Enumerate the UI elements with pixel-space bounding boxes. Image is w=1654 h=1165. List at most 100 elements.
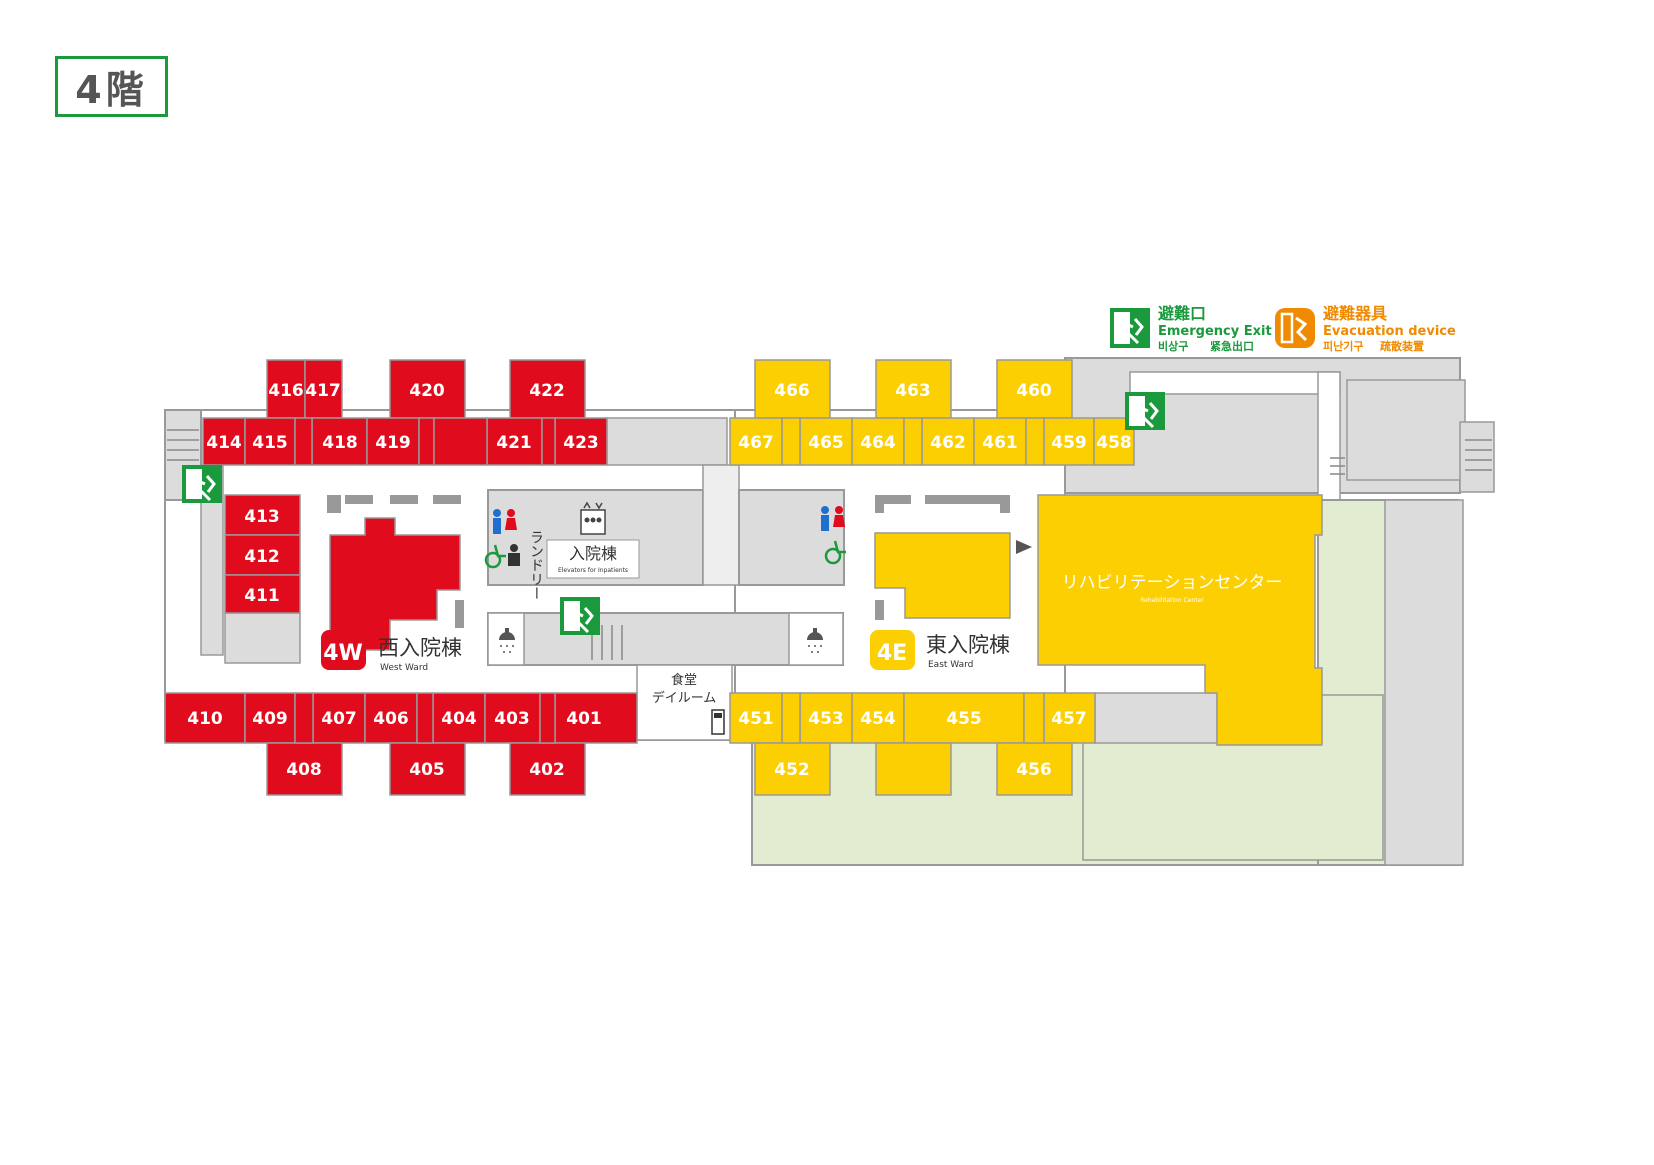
room-label: 418 [322, 433, 358, 453]
legend-device-kr: 피난기구 [1323, 339, 1363, 353]
room-455[interactable] [903, 692, 1025, 744]
legend-exit-cn: 紧急出口 [1210, 339, 1254, 353]
room-label: 406 [373, 709, 409, 729]
room-label: 455 [946, 709, 982, 729]
west-ward-rooms [164, 359, 638, 796]
east-ward-name-en: East Ward [928, 660, 973, 670]
room-label: 464 [860, 433, 896, 453]
dining-label: 食堂 [671, 672, 697, 688]
room-405[interactable] [389, 742, 466, 796]
room-label: 404 [441, 709, 477, 729]
room-415[interactable] [244, 417, 296, 466]
room-465[interactable] [799, 417, 853, 466]
room-label: 413 [244, 507, 280, 527]
room-414[interactable] [202, 417, 246, 466]
room-label: 451 [738, 709, 774, 729]
room-label: 410 [187, 709, 223, 729]
room-459[interactable] [1043, 417, 1095, 466]
room-466[interactable] [754, 359, 831, 419]
legend-device-jp: 避難器具 [1323, 304, 1387, 323]
room-label: 412 [244, 547, 280, 567]
room-label: 420 [409, 381, 445, 401]
room-420[interactable] [389, 359, 466, 419]
room-label: 453 [808, 709, 844, 729]
room-label: 457 [1051, 709, 1087, 729]
room-457[interactable] [1043, 692, 1096, 744]
room-label: 467 [738, 433, 774, 453]
rehabilitation-center[interactable] [1037, 494, 1323, 746]
room-461[interactable] [973, 417, 1027, 466]
elevator-icon [580, 501, 606, 535]
inpatient-elevator-label: 入院棟 [569, 544, 617, 563]
inpatient-elevator-label-en: Elevators for Inpatients [558, 567, 628, 574]
room-412[interactable] [224, 534, 301, 576]
laundry-label: ランドリー [528, 530, 544, 600]
room-label: 461 [982, 433, 1018, 453]
west-ward-name: 西入院棟 [378, 636, 462, 660]
room-label: 423 [563, 433, 599, 453]
wheelchair-icon [484, 540, 846, 569]
room-label: 409 [252, 709, 288, 729]
room-label: 466 [774, 381, 810, 401]
west-ward-badge-text: 4W [323, 641, 363, 666]
room-label: 454 [860, 709, 896, 729]
room-402[interactable] [509, 742, 586, 796]
room-label: 414 [206, 433, 242, 453]
room-label: 417 [305, 381, 341, 401]
room-label: 463 [895, 381, 931, 401]
room-label: 416 [268, 381, 304, 401]
rehab-label-en: Rehabilitation Center [1140, 597, 1204, 604]
room-label: 459 [1051, 433, 1087, 453]
room-label: 407 [321, 709, 357, 729]
room-label: 421 [496, 433, 532, 453]
room-422[interactable] [509, 359, 586, 419]
legend-evacuation-device: 避難器具 Evacuation device 피난기구 疏散装置 [1275, 304, 1456, 353]
legend-device-cn: 疏散装置 [1380, 339, 1424, 353]
west-ward-name-en: West Ward [380, 663, 428, 673]
west-room-labels: 416 417 420 422 414 415 418 419 421 423 … [187, 381, 602, 780]
room-label: 411 [244, 586, 280, 606]
room-label: 419 [375, 433, 411, 453]
legend-exit-jp: 避難口 [1158, 304, 1206, 323]
room-463[interactable] [875, 359, 952, 419]
room-label: 408 [286, 760, 322, 780]
room-label: 462 [930, 433, 966, 453]
room-label: 458 [1096, 433, 1132, 453]
room-label: 405 [409, 760, 445, 780]
east-ward-badge-text: 4E [877, 641, 907, 666]
room-408[interactable] [266, 742, 343, 796]
room-label: 415 [252, 433, 288, 453]
room-409[interactable] [244, 692, 296, 744]
emergency-exit-icon [560, 597, 600, 635]
dayroom-label: デイルーム [652, 690, 717, 706]
room-label: 460 [1016, 381, 1052, 401]
room-467[interactable] [729, 417, 783, 466]
restroom-icon [493, 506, 845, 534]
room-label: 403 [494, 709, 530, 729]
east-room-labels: 466 463 460 467 465 464 462 461 459 458 … [738, 381, 1132, 780]
room-452[interactable] [754, 742, 831, 796]
rehab-label: リハビリテーションセンター [1062, 573, 1283, 593]
person-icon [508, 544, 520, 566]
legend-emergency-exit: 避難口 Emergency Exit 비상구 紧急出口 [1110, 304, 1272, 353]
room-label: 401 [566, 709, 602, 729]
room-413[interactable] [224, 494, 301, 536]
west-ward-badge: 4W [321, 630, 366, 670]
east-ward-badge: 4E [870, 630, 915, 670]
shower-icon [499, 628, 823, 653]
room-416[interactable] [266, 359, 306, 419]
east-ward-name: 東入院棟 [926, 633, 1010, 657]
room-456[interactable] [996, 742, 1073, 796]
emergency-exit-icon [182, 465, 222, 503]
room-label: 422 [529, 381, 565, 401]
emergency-exit-icon [1125, 392, 1165, 430]
room-460[interactable] [996, 359, 1073, 419]
room-401[interactable] [554, 692, 638, 744]
legend-exit-kr: 비상구 [1158, 339, 1188, 353]
room-453[interactable] [799, 692, 853, 744]
legend-device-en: Evacuation device [1323, 324, 1456, 339]
room-411[interactable] [224, 574, 301, 614]
legend-exit-en: Emergency Exit [1158, 324, 1272, 339]
phone-icon [711, 709, 725, 735]
floor-title: 4階 [55, 56, 168, 117]
